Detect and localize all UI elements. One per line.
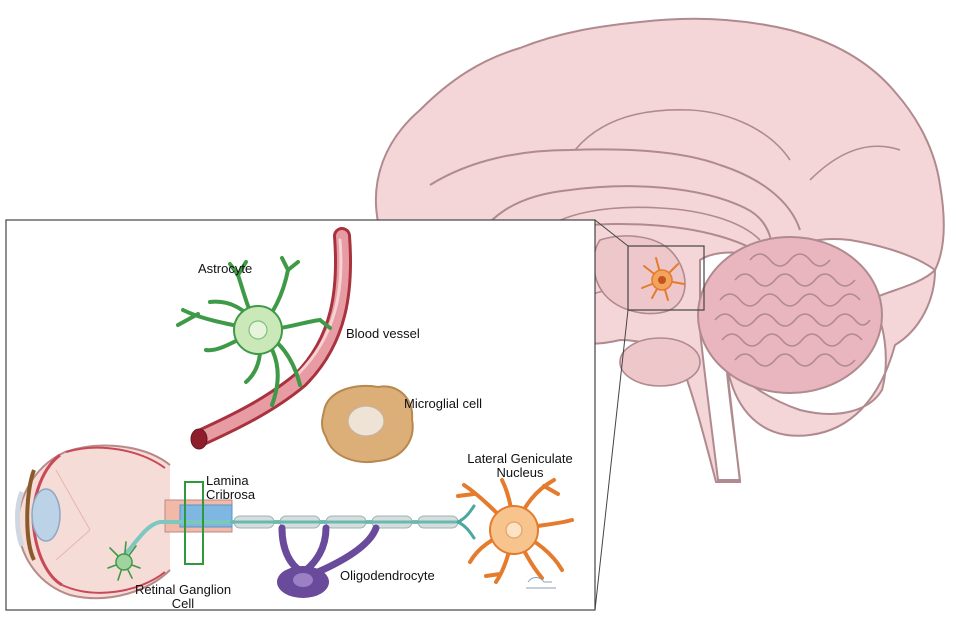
label-blood-vessel: Blood vessel <box>346 326 420 341</box>
lgn-neuron <box>456 478 574 584</box>
label-lgn-line2: Nucleus <box>496 465 544 480</box>
oligodendrocyte <box>277 524 380 598</box>
microglial-cell <box>321 384 414 463</box>
cerebellum <box>697 236 883 394</box>
label-retinal-ganglion-cell: Retinal Ganglion Cell <box>128 583 238 611</box>
label-lgn-line1: Lateral Geniculate <box>467 451 573 466</box>
label-lgn: Lateral Geniculate Nucleus <box>455 452 585 480</box>
brain-sulcus-2 <box>537 206 761 241</box>
label-oligodendrocyte: Oligodendrocyte <box>340 568 435 583</box>
label-lamina-line2: Cribrosa <box>206 487 256 502</box>
label-astrocyte: Astrocyte <box>198 261 253 276</box>
brain-sagittal <box>374 17 945 483</box>
lgn-neuron-small <box>641 257 685 301</box>
retinal-ganglion-cell <box>107 541 141 581</box>
lamina-cribrosa-box <box>184 481 204 565</box>
brain-pons <box>619 337 701 387</box>
astrocyte <box>176 256 332 407</box>
brain-sulcus-1 <box>429 148 801 231</box>
artist-signature-mark <box>526 577 556 589</box>
lgn-highlight-box <box>627 245 705 311</box>
label-rgc-line1: Retinal Ganglion <box>134 582 232 597</box>
brain-sulcus-3 <box>574 108 791 161</box>
label-rgc-line2: Cell <box>171 596 195 611</box>
label-microglial-cell: Microglial cell <box>404 396 483 411</box>
label-lamina-line1: Lamina <box>206 473 249 488</box>
eye-lens <box>31 488 61 542</box>
label-lamina-cribrosa: Lamina Cribrosa <box>206 474 255 502</box>
brain-sulcus-4 <box>809 145 901 181</box>
